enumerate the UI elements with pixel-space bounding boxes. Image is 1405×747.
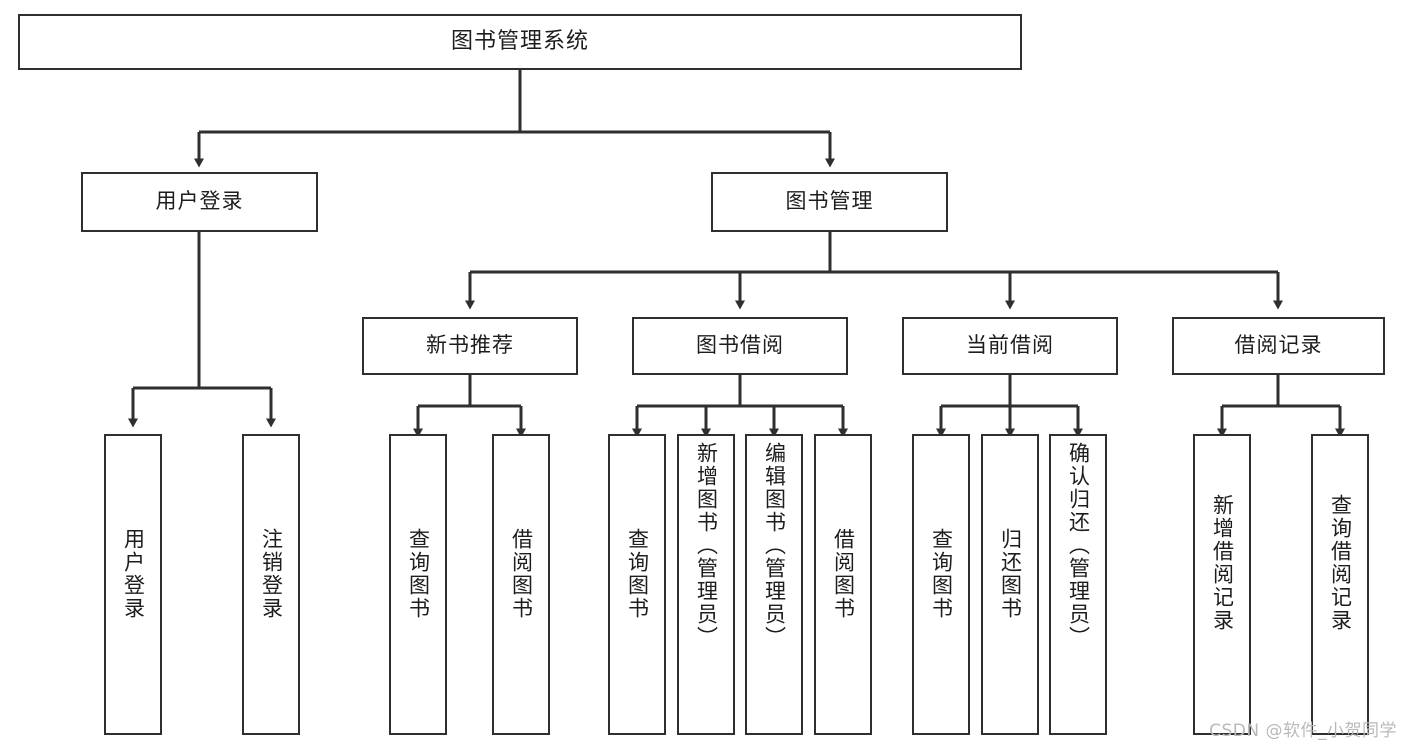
leaf-borrow-edit-book-admin[interactable]: 编辑图书（管理员） <box>745 434 803 735</box>
node-label: 借阅图书 <box>509 528 534 620</box>
leaf-current-query-book[interactable]: 查询图书 <box>912 434 970 735</box>
leaf-records-query-record[interactable]: 查询借阅记录 <box>1311 434 1369 735</box>
node-label: 查询图书 <box>929 528 954 620</box>
node-label: 注销登录 <box>259 528 284 620</box>
node-label: 查询图书 <box>406 528 431 620</box>
leaf-borrow-add-book-admin[interactable]: 新增图书（管理员） <box>677 434 735 735</box>
leaf-current-confirm-return-admin[interactable]: 确认归还（管理员） <box>1049 434 1107 735</box>
node-label: 查询图书 <box>625 528 650 620</box>
node-label: 新增图书（管理员） <box>694 442 719 649</box>
leaf-borrow-query-book[interactable]: 查询图书 <box>608 434 666 735</box>
node-new-book-recommend[interactable]: 新书推荐 <box>362 317 578 375</box>
node-label: 用户登录 <box>121 528 146 620</box>
node-book-management[interactable]: 图书管理 <box>711 172 948 232</box>
node-label: 当前借阅 <box>966 333 1054 358</box>
node-label: 查询借阅记录 <box>1328 494 1353 632</box>
node-label: 图书管理系统 <box>450 28 589 54</box>
node-user-login[interactable]: 用户登录 <box>81 172 318 232</box>
leaf-recommend-query-book[interactable]: 查询图书 <box>389 434 447 735</box>
node-label: 新增借阅记录 <box>1210 494 1235 632</box>
node-label: 用户登录 <box>155 189 244 214</box>
node-root-system[interactable]: 图书管理系统 <box>18 14 1022 70</box>
node-label: 确认归还（管理员） <box>1066 442 1091 649</box>
node-book-borrow[interactable]: 图书借阅 <box>632 317 848 375</box>
node-label: 借阅图书 <box>831 528 856 620</box>
watermark-text: CSDN @软件_小贺同学 <box>1209 721 1397 741</box>
node-label: 图书管理 <box>785 189 874 214</box>
leaf-records-add-record[interactable]: 新增借阅记录 <box>1193 434 1251 735</box>
leaf-recommend-borrow-book[interactable]: 借阅图书 <box>492 434 550 735</box>
leaf-user-login[interactable]: 用户登录 <box>104 434 162 735</box>
leaf-user-logout[interactable]: 注销登录 <box>242 434 300 735</box>
node-label: 编辑图书（管理员） <box>762 442 787 649</box>
node-label: 归还图书 <box>998 528 1023 620</box>
node-current-borrow[interactable]: 当前借阅 <box>902 317 1118 375</box>
node-label: 新书推荐 <box>426 333 514 358</box>
node-borrow-records[interactable]: 借阅记录 <box>1172 317 1385 375</box>
leaf-current-return-book[interactable]: 归还图书 <box>981 434 1039 735</box>
node-label: 图书借阅 <box>696 333 784 358</box>
leaf-borrow-borrow-book[interactable]: 借阅图书 <box>814 434 872 735</box>
node-label: 借阅记录 <box>1234 333 1323 358</box>
